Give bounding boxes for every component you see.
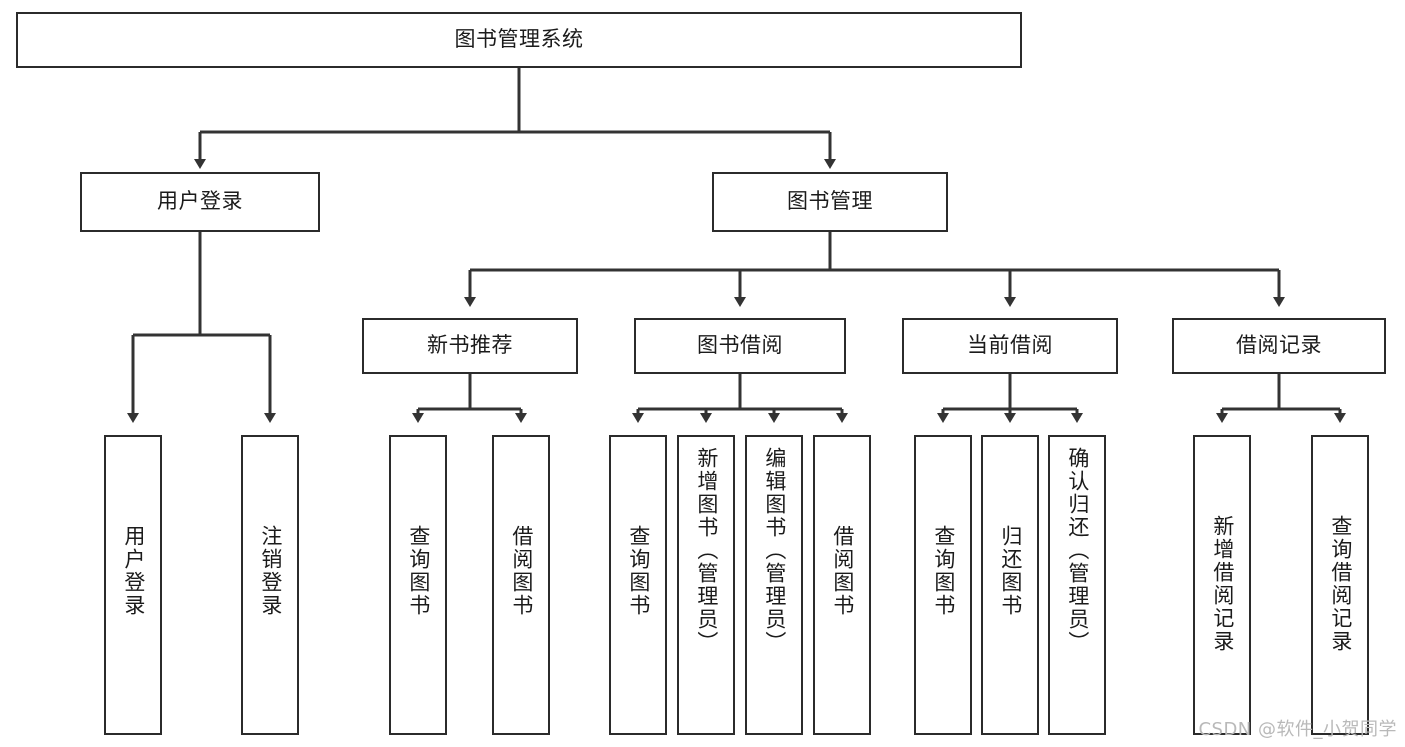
leaf-query-book-new[interactable]: 查询图书 [389, 435, 447, 735]
node-label: 图书管理系统 [454, 27, 584, 52]
node-label: 用户登录 [121, 525, 146, 617]
leaf-add-book-admin[interactable]: 新增图书（管理员） [677, 435, 735, 735]
node-label: 新增图书（管理员） [694, 447, 719, 654]
node-label: 归还图书 [998, 525, 1023, 617]
node-label: 编辑图书（管理员） [762, 447, 787, 654]
node-new-book-recommend[interactable]: 新书推荐 [362, 318, 578, 374]
node-book-borrow[interactable]: 图书借阅 [634, 318, 846, 374]
node-label: 借阅记录 [1236, 333, 1322, 358]
node-label: 新书推荐 [427, 333, 513, 358]
leaf-query-book-current[interactable]: 查询图书 [914, 435, 972, 735]
node-root-system[interactable]: 图书管理系统 [16, 12, 1022, 68]
node-borrow-record[interactable]: 借阅记录 [1172, 318, 1386, 374]
node-book-management[interactable]: 图书管理 [712, 172, 948, 232]
node-label: 查询图书 [626, 525, 651, 617]
leaf-confirm-return-admin[interactable]: 确认归还（管理员） [1048, 435, 1106, 735]
node-label: 借阅图书 [830, 525, 855, 617]
node-label: 注销登录 [258, 525, 283, 617]
leaf-query-borrow-record[interactable]: 查询借阅记录 [1311, 435, 1369, 735]
leaf-user-login[interactable]: 用户登录 [104, 435, 162, 735]
node-label: 确认归还（管理员） [1065, 447, 1090, 654]
node-label: 图书借阅 [697, 333, 783, 358]
node-user-login[interactable]: 用户登录 [80, 172, 320, 232]
leaf-borrow-book[interactable]: 借阅图书 [813, 435, 871, 735]
node-label: 当前借阅 [967, 333, 1053, 358]
node-current-borrow[interactable]: 当前借阅 [902, 318, 1118, 374]
leaf-return-book[interactable]: 归还图书 [981, 435, 1039, 735]
leaf-borrow-book-new[interactable]: 借阅图书 [492, 435, 550, 735]
node-label: 图书管理 [787, 189, 873, 214]
node-label: 借阅图书 [509, 525, 534, 617]
node-label: 查询图书 [406, 525, 431, 617]
leaf-user-logout[interactable]: 注销登录 [241, 435, 299, 735]
leaf-edit-book-admin[interactable]: 编辑图书（管理员） [745, 435, 803, 735]
node-label: 查询图书 [931, 525, 956, 617]
leaf-query-book-borrow[interactable]: 查询图书 [609, 435, 667, 735]
node-label: 用户登录 [157, 189, 243, 214]
leaf-add-borrow-record[interactable]: 新增借阅记录 [1193, 435, 1251, 735]
node-label: 新增借阅记录 [1210, 515, 1235, 653]
watermark: CSDN @软件_小贺同学 [1198, 719, 1397, 740]
node-label: 查询借阅记录 [1328, 515, 1353, 653]
